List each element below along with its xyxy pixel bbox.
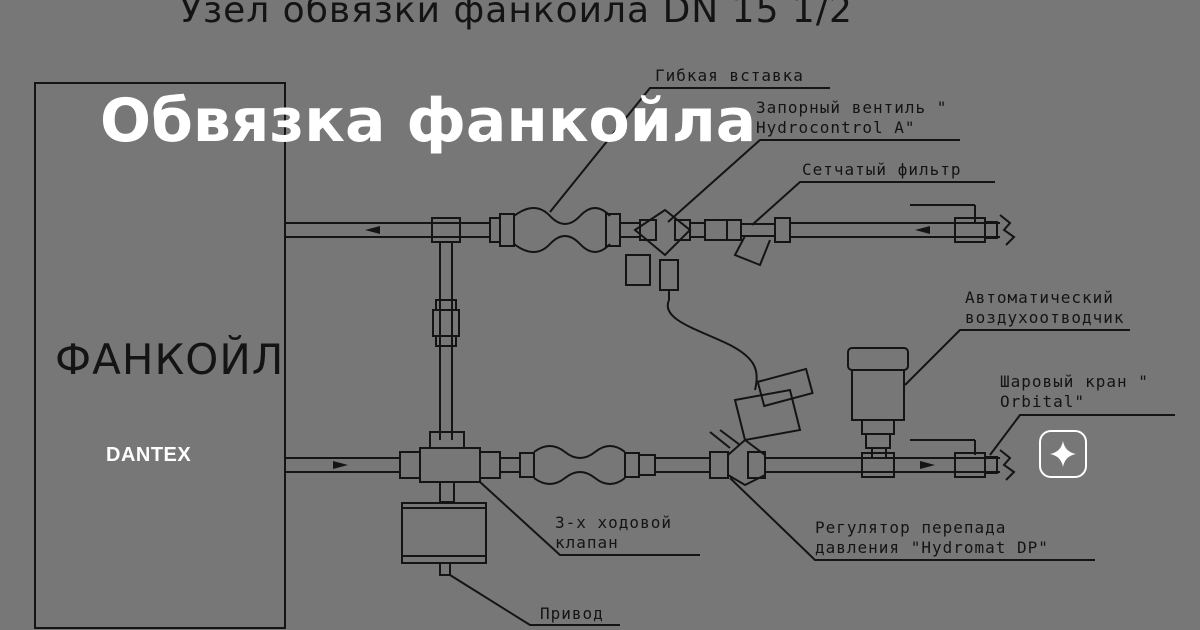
label-ball-valve-2: Orbital" <box>1000 392 1086 411</box>
return-pipe <box>285 457 1000 473</box>
page-headline: Обвязка фанкойла <box>100 86 757 156</box>
label-flex-insert: Гибкая вставка <box>655 66 804 85</box>
strainer <box>726 217 791 267</box>
flex-insert-upper <box>489 207 621 253</box>
label-dp-regulator-1: Регулятор перепада <box>815 518 1007 537</box>
flex-insert-lower <box>519 445 656 485</box>
return-ball-valve <box>910 439 1016 481</box>
leader-lines <box>449 87 1175 626</box>
label-ball-valve-1: Шаровый кран " <box>1000 372 1149 391</box>
label-shutoff-valve-2: Hydrocontrol A" <box>756 118 916 137</box>
sparkle-icon <box>1050 441 1076 467</box>
air-vent <box>847 347 909 478</box>
supply-ball-valve <box>910 204 1016 246</box>
three-way-valve <box>399 420 501 503</box>
label-strainer: Сетчатый фильтр <box>802 160 962 179</box>
label-three-way-2: клапан <box>555 533 619 552</box>
shutoff-valve <box>625 208 728 300</box>
flow-arrows <box>333 226 935 469</box>
label-air-vent-1: Автоматический <box>965 288 1114 307</box>
label-actuator: Привод <box>540 604 604 623</box>
label-three-way-1: 3-х ходовой <box>555 513 672 532</box>
label-shutoff-valve-1: Запорный вентиль " <box>756 98 948 117</box>
sparkle-button[interactable] <box>1039 430 1087 478</box>
bypass-pipe <box>431 217 461 440</box>
impulse-line <box>666 299 758 391</box>
fancoil-label: ФАНКОЙЛ <box>55 335 285 384</box>
brand-label: DANTEX <box>106 444 192 466</box>
label-air-vent-2: воздухоотводчик <box>965 308 1125 327</box>
document-title: Узел обвязки фанкойла DN 15 1/2 <box>180 0 853 31</box>
actuator <box>401 502 487 576</box>
fancoil-unit-box <box>34 82 286 629</box>
supply-pipe <box>285 222 1000 238</box>
dp-regulator <box>709 367 814 487</box>
label-dp-regulator-2: давления "Hydromat DP" <box>815 538 1049 557</box>
